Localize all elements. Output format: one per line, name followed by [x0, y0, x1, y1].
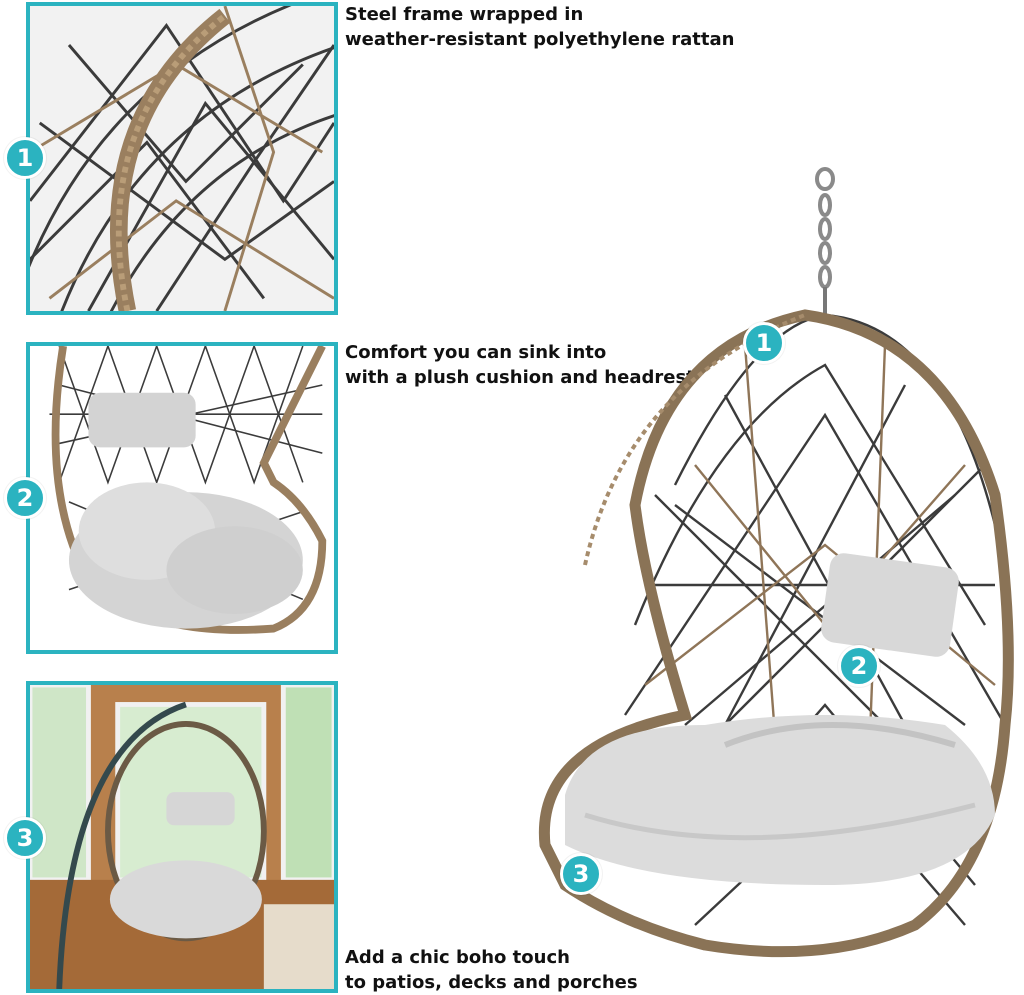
feature-caption-2: Comfort you can sink into with a plush c…: [345, 340, 695, 390]
caption-line: Add a chic boho touch: [345, 947, 570, 968]
badge-number: 1: [16, 144, 34, 172]
rattan-frame-closeup-icon: [30, 6, 334, 311]
hanging-egg-chair-icon: [538, 167, 1014, 958]
hero-product-image: 1 2 3: [525, 165, 1024, 965]
feature-badge-2: 2: [4, 477, 46, 519]
caption-line: Steel frame wrapped in: [345, 4, 584, 25]
hero-badge-1: 1: [743, 322, 785, 364]
chair-in-sunroom-icon: [30, 685, 334, 989]
feature-caption-1: Steel frame wrapped in weather-resistant…: [345, 2, 734, 52]
feature-image-setting: [26, 681, 338, 993]
feature-caption-3: Add a chic boho touch to patios, decks a…: [345, 945, 638, 995]
badge-number: 2: [16, 484, 34, 512]
feature-badge-1: 1: [4, 137, 46, 179]
caption-line: with a plush cushion and headrest: [345, 367, 695, 388]
feature-image-cushion: [26, 342, 338, 654]
caption-line: Comfort you can sink into: [345, 342, 607, 363]
chair-cushion-closeup-icon: [30, 346, 334, 650]
badge-number: 2: [850, 652, 868, 680]
feature-image-frame: [26, 2, 338, 315]
caption-line: to patios, decks and porches: [345, 972, 638, 993]
caption-line: weather-resistant polyethylene rattan: [345, 29, 735, 50]
badge-number: 3: [16, 824, 34, 852]
hero-badge-3: 3: [560, 853, 602, 895]
badge-number: 3: [572, 860, 590, 888]
hero-badge-2: 2: [838, 645, 880, 687]
badge-number: 1: [755, 329, 773, 357]
feature-badge-3: 3: [4, 817, 46, 859]
